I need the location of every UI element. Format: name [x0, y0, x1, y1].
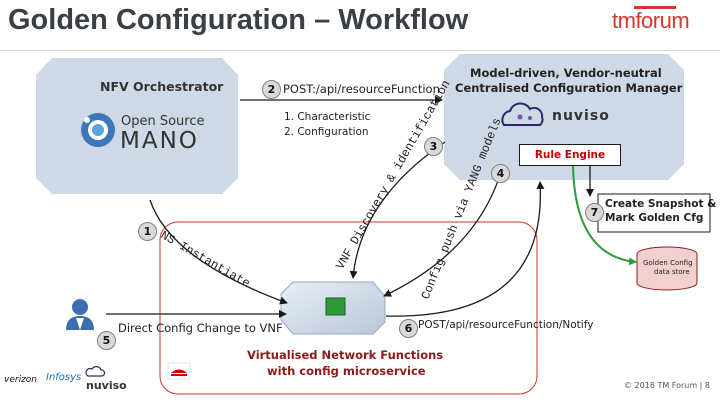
tmforum-logo: tmforum: [612, 6, 690, 33]
snapshot-label-line1: Create Snapshot &: [605, 198, 717, 210]
manager-title-line2: Centralised Configuration Manager: [455, 81, 683, 95]
rule-engine-box: Rule Engine: [519, 144, 621, 166]
nuviso-partner-cloud-icon: [85, 366, 106, 377]
config-manager-panel: [444, 54, 684, 180]
step-badge-2: 2: [262, 80, 281, 99]
nuviso-logo-text: nuviso: [552, 108, 610, 124]
snapshot-label-line2: Mark Golden Cfg: [605, 212, 704, 224]
datastore-arrow: [572, 165, 637, 266]
step-badge-6: 6: [399, 319, 418, 338]
nuviso-partner-logo: nuviso: [86, 379, 127, 392]
step-badge-5: 5: [97, 331, 116, 350]
step-badge-3: 3: [424, 137, 443, 156]
notify-arrow: [385, 181, 545, 317]
osm-logo-line2: MANO: [120, 128, 199, 154]
vnf-cube-icon: [280, 281, 386, 335]
vnf-label-line1: Virtualised Network Functions: [247, 348, 444, 362]
ns-instantiate-label: NS Instantiate: [158, 228, 252, 291]
list-item-characteristic: 1. Characteristic: [284, 111, 371, 123]
osm-logo-line1: Open Source: [121, 114, 205, 129]
nuviso-cloud-icon: [501, 102, 544, 126]
redhat-logo-icon: [167, 362, 191, 380]
infosys-logo: Infosys: [46, 372, 82, 383]
ns-instantiate-arrow: [149, 199, 288, 305]
footer-copyright: © 2018 TM Forum | 8: [624, 381, 711, 390]
verizon-logo: verizon: [4, 375, 37, 385]
step-badge-4: 4: [491, 164, 510, 183]
datastore-label-line2: data store: [654, 268, 690, 276]
nfv-orchestrator-label: NFV Orchestrator: [100, 79, 224, 94]
config-push-arrow: [383, 164, 504, 297]
page-title: Golden Configuration – Workflow: [8, 4, 469, 36]
vnf-area: [159, 221, 538, 395]
vnf-label-line2: with config microservice: [267, 364, 426, 378]
manager-title-line1: Model-driven, Vendor-neutral: [470, 66, 662, 80]
header-divider: [0, 50, 720, 51]
step-badge-1: 1: [138, 222, 157, 241]
step-badge-7: 7: [585, 203, 604, 222]
nfv-orchestrator-panel: [36, 58, 238, 194]
notify-label: POST/api/resourceFunction/Notify: [418, 319, 594, 331]
datastore-label-line1: Golden Config: [643, 259, 693, 267]
golden-config-datastore-icon: [636, 246, 698, 291]
discovery-label: VNF Discovery & identification: [333, 78, 453, 272]
direct-config-label: Direct Config Change to VNF: [118, 321, 283, 335]
discovery-arrow: [349, 141, 446, 279]
api-post-label: POST:/api/resourceFunction: [283, 82, 440, 96]
list-item-configuration: 2. Configuration: [284, 126, 369, 138]
user-icon: [66, 299, 94, 330]
snapshot-box: [597, 193, 711, 233]
osm-logo-icon: [81, 113, 115, 147]
